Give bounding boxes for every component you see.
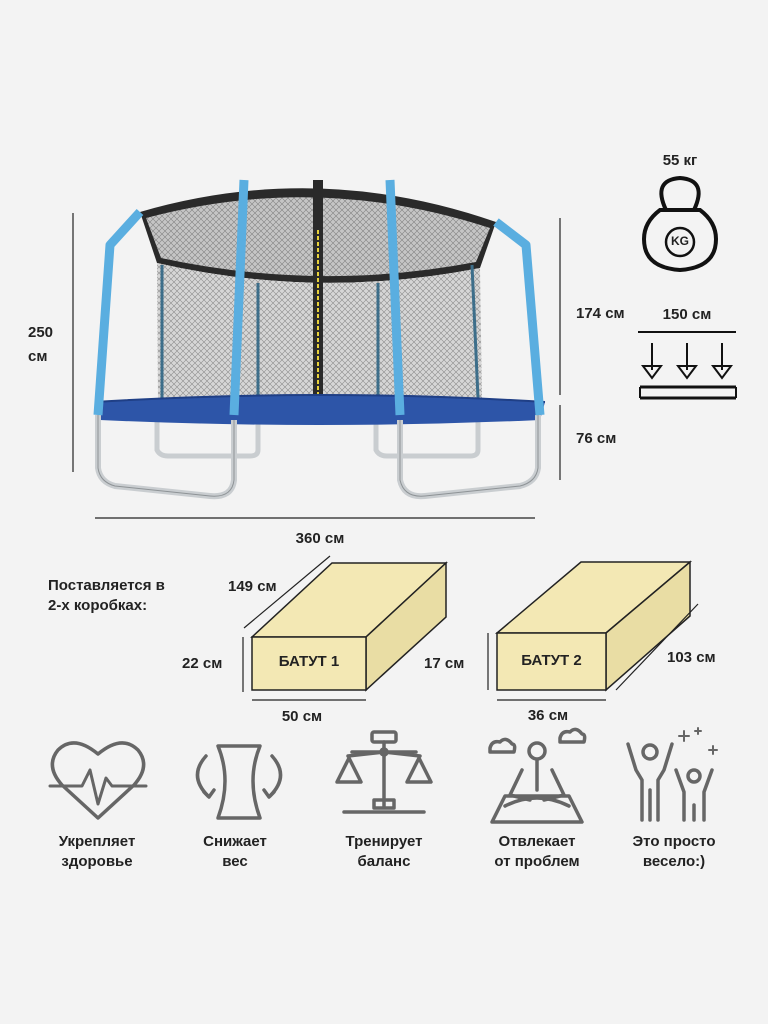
- enclosure-height-label: 174 см: [576, 305, 625, 322]
- back-leg: [373, 420, 481, 459]
- mat-edge: [94, 394, 546, 403]
- total-height-value: 250: [28, 324, 54, 341]
- benefit-caption-relax: Отвлекает от проблем: [472, 832, 602, 872]
- box-1-front: [251, 636, 367, 691]
- max-weight-label: 55 кг: [662, 152, 698, 169]
- box-2: [494, 560, 693, 692]
- playing-kids-icon: [626, 727, 718, 822]
- front-pole: [229, 179, 249, 416]
- diameter-label: 360 см: [295, 530, 345, 547]
- benefit-caption-health: Укрепляет здоровье: [32, 832, 162, 872]
- front-leg-outline: [399, 415, 539, 497]
- benefit-caption-line: Отвлекает: [498, 833, 576, 850]
- front-pole: [493, 218, 545, 416]
- benefit-caption-fun: Это просто весело:): [609, 832, 739, 872]
- jumping-mat: [95, 395, 545, 425]
- benefit-caption-line: весело:): [642, 853, 706, 870]
- heart-pulse-icon: [48, 741, 148, 820]
- delivery-line-2: 2-х коробках:: [48, 597, 148, 614]
- box-1-width-label: 50 см: [281, 708, 323, 725]
- benefit-caption-line: Тренирует: [345, 833, 423, 850]
- back-pole: [470, 264, 480, 399]
- meditation-icon: [488, 727, 587, 824]
- benefit-caption-line: от проблем: [494, 853, 580, 870]
- pressure-width-label: 150 см: [662, 306, 712, 323]
- box-1: [250, 561, 448, 692]
- benefit-caption-line: вес: [222, 853, 248, 870]
- box-1-length-label: 149 см: [228, 578, 277, 595]
- box-2-width-label: 36 см: [527, 707, 569, 724]
- benefit-caption-balance: Тренирует баланс: [319, 832, 449, 872]
- box-1-length-line: [243, 555, 331, 629]
- box-2-front: [496, 632, 607, 691]
- box-2-height-label: 17 см: [424, 655, 465, 672]
- benefit-caption-line: Укрепляет: [58, 833, 136, 850]
- front-pole: [93, 208, 144, 416]
- front-leg-outline: [97, 415, 235, 497]
- box-1-label: БАТУТ 1: [278, 653, 340, 670]
- balance-scale-icon: [335, 730, 433, 814]
- kettlebell-icon: [642, 175, 718, 273]
- box-2-label: БАТУТ 2: [521, 652, 582, 669]
- delivery-line-1: Поставляется в: [48, 577, 165, 594]
- total-height-unit: см: [28, 348, 48, 365]
- kettlebell-kg-label: KG: [671, 234, 689, 248]
- benefit-caption-weight: Снижает вес: [170, 832, 300, 872]
- waist-icon: [195, 744, 283, 820]
- benefit-caption-line: Это просто: [632, 833, 716, 850]
- frame-height-label: 76 см: [576, 430, 617, 447]
- benefit-caption-line: Снижает: [203, 833, 267, 850]
- benefit-caption-line: баланс: [357, 853, 411, 870]
- back-leg: [154, 420, 261, 459]
- front-pole: [385, 179, 405, 416]
- benefit-caption-line: здоровье: [61, 853, 133, 870]
- box-2-length-line: [615, 603, 699, 691]
- box-2-length-label: 103 см: [667, 649, 716, 666]
- pressure-arrows-icon: [639, 343, 737, 400]
- box-1-height-label: 22 см: [182, 655, 223, 672]
